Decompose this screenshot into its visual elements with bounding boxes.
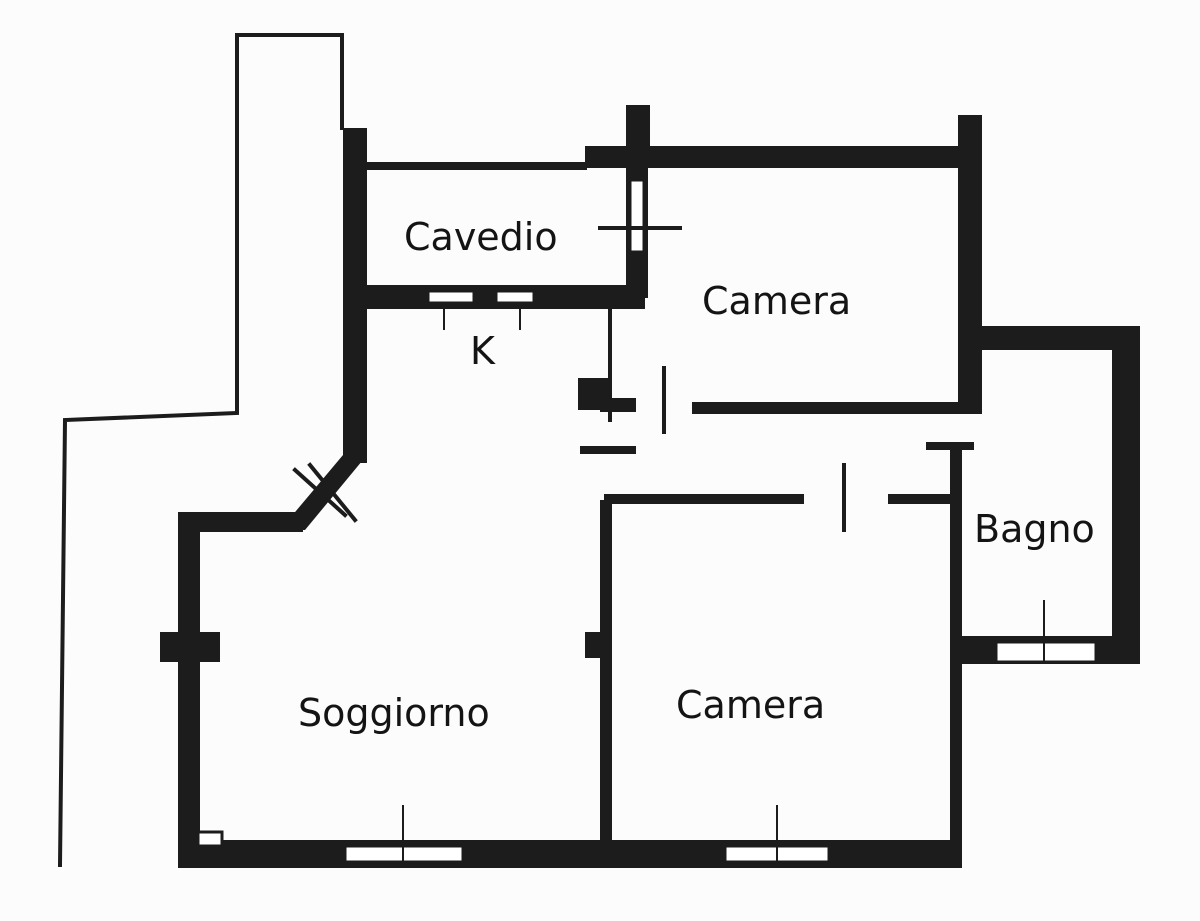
room-label-camera-bottom: Camera	[676, 683, 826, 727]
window-cavedio-2	[494, 289, 536, 305]
wall-south	[178, 840, 962, 868]
corridor-mark-2	[926, 442, 974, 450]
outer-perimeter-line-left	[57, 33, 239, 868]
window-cavedio-1	[426, 289, 476, 305]
window-bagno	[994, 640, 1098, 664]
wall-soggiorno-west	[178, 512, 200, 867]
wall-soggiorno-stub	[160, 632, 220, 662]
wall-bagno-east	[1112, 326, 1140, 661]
corridor-mark-1	[580, 446, 636, 454]
wall-north	[585, 146, 975, 168]
room-label-bagno: Bagno	[974, 507, 1095, 551]
door-cavedio	[628, 178, 646, 254]
outer-perimeter-line	[235, 33, 344, 130]
room-label-soggiorno: Soggiorno	[298, 691, 490, 735]
wall-soggiorno-camera	[600, 500, 612, 845]
wall-camera-top-south	[692, 402, 982, 414]
wall-cavedio-top	[367, 162, 587, 170]
room-label-kitchen: K	[470, 329, 495, 373]
wall-soggiorno-north	[178, 512, 303, 532]
wall-stub-mid	[585, 632, 611, 658]
wall-north-stub	[626, 105, 650, 165]
wall-camera-bottom-north	[604, 494, 804, 504]
room-label-camera-top: Camera	[702, 279, 852, 323]
wall-bagno-west	[950, 450, 962, 850]
room-label-cavedio: Cavedio	[404, 215, 558, 259]
wall-camera-bottom-north-2	[888, 494, 954, 504]
wall-west-upper	[343, 128, 367, 463]
wall-entrance-diagonal	[280, 455, 367, 530]
kitchen-block-2	[600, 398, 636, 412]
wall-east-upper	[958, 115, 982, 410]
window-corner	[196, 830, 224, 848]
